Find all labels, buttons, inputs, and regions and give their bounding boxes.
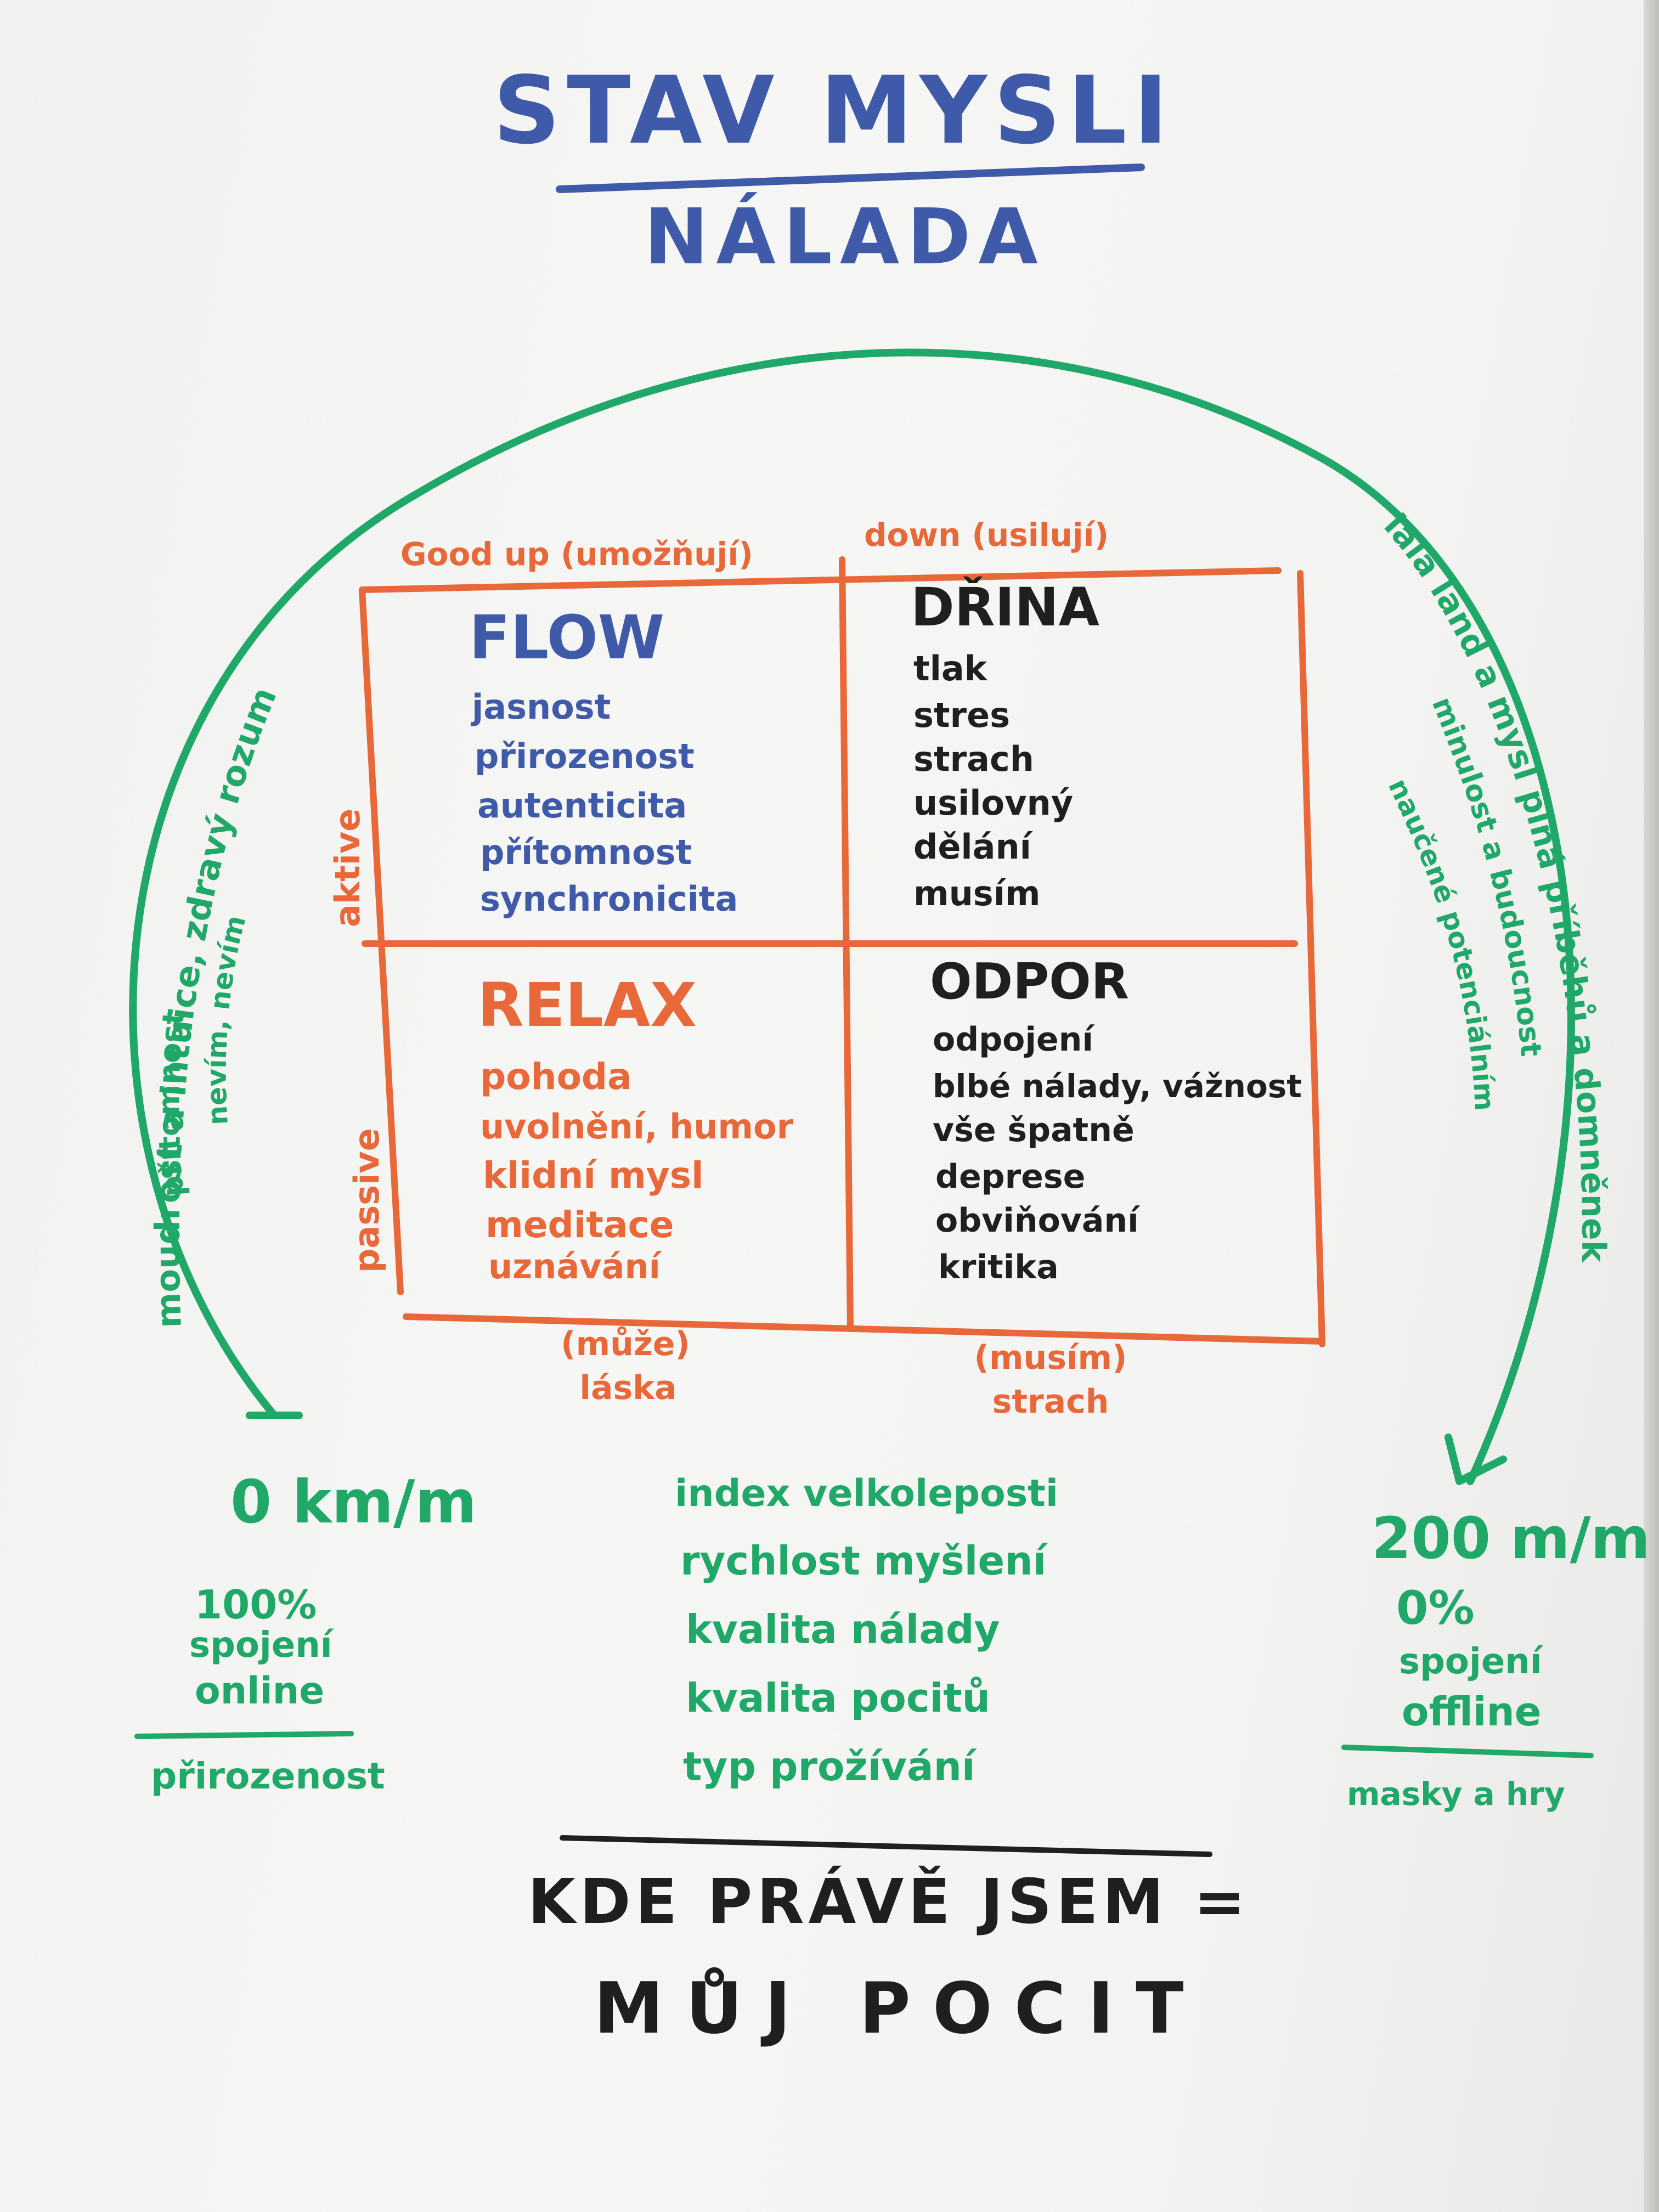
odpor-title: ODPOR	[930, 953, 1129, 1011]
flow-title: FLOW	[469, 602, 664, 673]
flow-item: přítomnost	[480, 832, 692, 872]
relax-item: pohoda	[480, 1056, 632, 1098]
middle-list: index velkoleposti rychlost myšlení kval…	[675, 1472, 1058, 1790]
flow-item: synchronicita	[480, 879, 738, 919]
quadrant-drina: DŘINA tlak stres strach usilovný dělání …	[911, 576, 1099, 913]
right-stats: 200 m/m 0% spojení offline masky a hry	[1341, 1505, 1650, 1813]
right-label: masky a hry	[1347, 1775, 1565, 1813]
relax-item: klidní mysl	[483, 1154, 704, 1197]
left-stats: 0 km/m 100% spojení online přirozenost	[134, 1468, 477, 1797]
relax-item: uvolnění, humor	[480, 1107, 794, 1147]
axis-passive-label: passive	[347, 1128, 387, 1273]
bottom-line1: KDE PRÁVĚ JSEM =	[528, 1865, 1250, 1938]
bottom-divider-line	[560, 1835, 1212, 1857]
drina-item: tlak	[913, 648, 988, 689]
drina-item: stres	[913, 695, 1010, 735]
flow-item: autenticita	[477, 786, 687, 826]
quadrant-flow: FLOW jasnost přirozenost autenticita pří…	[469, 602, 738, 919]
drina-item: dělání	[913, 827, 1033, 867]
axis-active-label: aktive	[328, 809, 368, 927]
right-line2: offline	[1402, 1689, 1542, 1735]
relax-item: meditace	[486, 1204, 674, 1246]
right-stats-divider	[1341, 1745, 1594, 1758]
bottom-line2: MŮJ POCIT	[594, 1967, 1206, 2050]
quadrant-relax: RELAX pohoda uvolnění, humor klidní mysl…	[477, 970, 794, 1286]
middle-item: kvalita nálady	[686, 1606, 1000, 1652]
flow-item: jasnost	[470, 687, 611, 727]
relax-item: uznávání	[488, 1246, 662, 1286]
title-stav-mysli: STAV MYSLI	[493, 57, 1175, 165]
middle-item: kvalita pocitů	[686, 1675, 990, 1721]
odpor-item: blbé nálady, vážnost	[933, 1068, 1302, 1105]
footer-right-line1: (musím)	[974, 1339, 1127, 1377]
right-arrowhead-icon	[1444, 1434, 1507, 1485]
header-good-up: Good up (umožňují)	[400, 535, 753, 573]
quadrant-grid	[359, 556, 1325, 1347]
odpor-item: odpojení	[933, 1020, 1095, 1059]
drina-item: strach	[913, 739, 1034, 779]
right-line1: spojení	[1399, 1641, 1544, 1682]
paper-edge-shadow	[1644, 0, 1659, 2212]
odpor-item: kritika	[938, 1248, 1059, 1286]
left-speed: 0 km/m	[230, 1468, 477, 1537]
odpor-item: obviňování	[935, 1201, 1141, 1240]
title-divider-line	[556, 163, 1145, 193]
middle-item: typ prožívání	[683, 1743, 977, 1790]
footer-left-line1: (může)	[561, 1325, 690, 1363]
footer-right-line2: strach	[992, 1383, 1109, 1421]
green-arc	[129, 348, 1575, 1485]
left-stats-divider	[134, 1731, 354, 1739]
middle-item: rychlost myšlení	[680, 1538, 1048, 1584]
left-percent: 100%	[195, 1582, 317, 1628]
odpor-item: vše špatně	[933, 1111, 1135, 1149]
relax-title: RELAX	[477, 970, 697, 1040]
left-line1: spojení	[189, 1625, 334, 1666]
quadrant-odpor: ODPOR odpojení blbé nálady, vážnost vše …	[930, 953, 1302, 1286]
odpor-item: deprese	[935, 1158, 1085, 1196]
arc-left-inner-text: přítomnost	[151, 1009, 191, 1199]
header-down: down (usilují)	[864, 516, 1109, 554]
right-speed: 200 m/m	[1372, 1505, 1650, 1572]
drina-item: usilovný	[913, 783, 1073, 823]
middle-item: index velkoleposti	[675, 1472, 1058, 1515]
flow-item: přirozenost	[475, 736, 695, 776]
right-percent: 0%	[1396, 1581, 1475, 1635]
left-label: přirozenost	[151, 1755, 385, 1797]
left-line2: online	[195, 1669, 324, 1713]
footer-left-line2: láska	[579, 1369, 676, 1407]
drina-item: musím	[913, 873, 1041, 913]
title-nalada: NÁLADA	[644, 191, 1046, 282]
drina-title: DŘINA	[911, 576, 1099, 638]
